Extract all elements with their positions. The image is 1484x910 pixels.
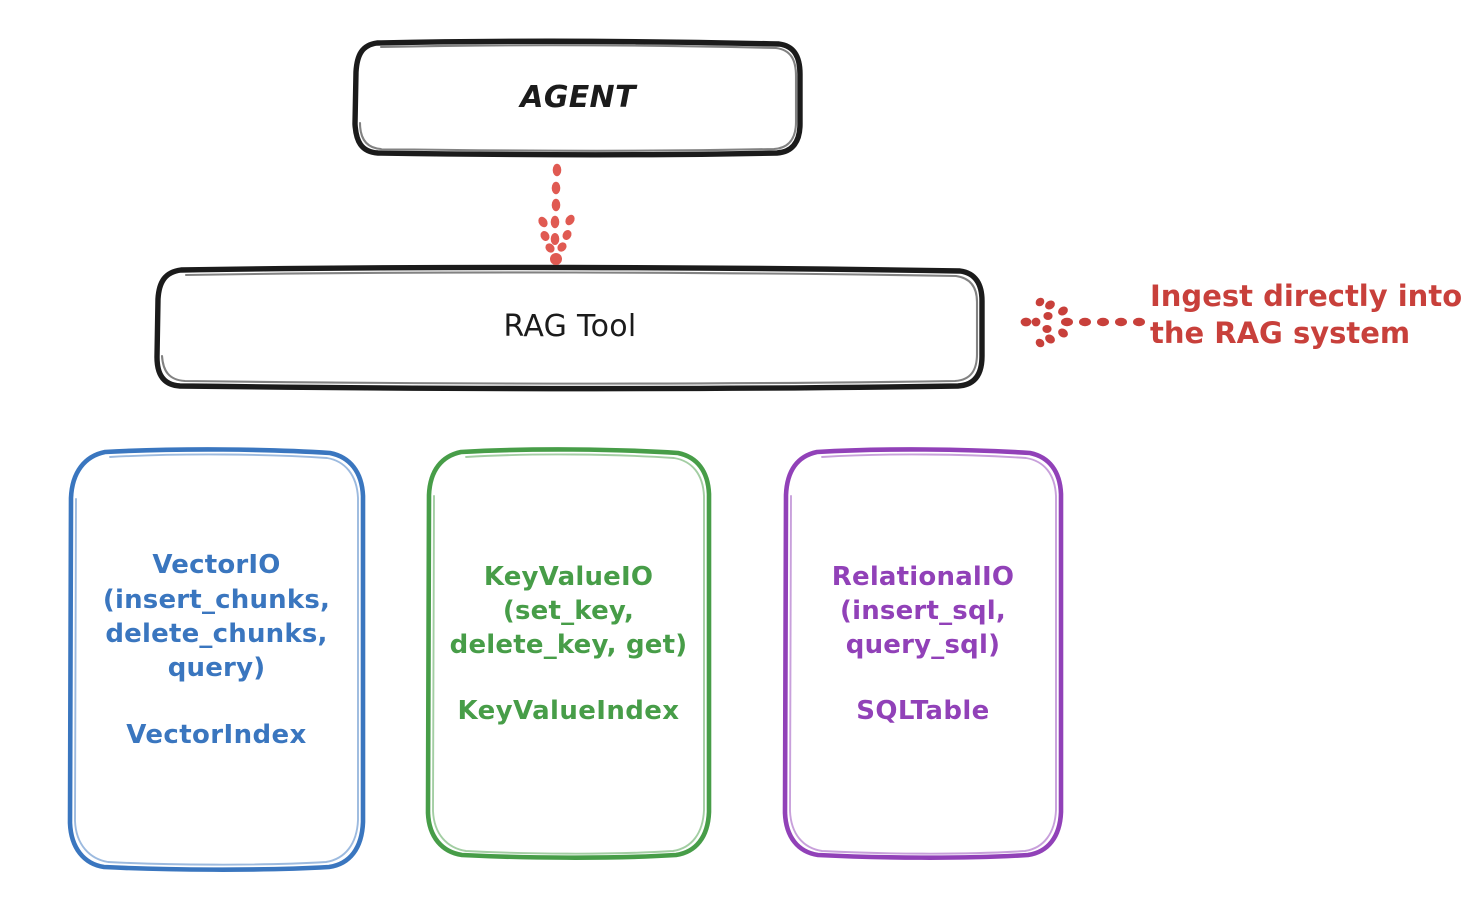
annotation-to-rag-tool-arrow (1020, 297, 1145, 348)
relational-io-stack: RelationalIO (insert_sql, query_sql) SQL… (785, 560, 1061, 727)
rag-tool-label: RAG Tool (503, 309, 637, 345)
agent-node[interactable]: AGENT (355, 42, 801, 154)
rag-tool-node[interactable]: RAG Tool (157, 269, 983, 386)
vector-io-node[interactable]: VectorIO (insert_chunks, delete_chunks, … (70, 450, 363, 868)
relational-io-api-label: RelationalIO (insert_sql, query_sql) (831, 561, 1015, 661)
key-value-io-index-label: KeyValueIndex (457, 696, 680, 727)
relational-io-box-outline (782, 447, 1064, 860)
key-value-io-api-label: KeyValueIO (set_key, delete_key, get) (449, 561, 688, 661)
vector-io-index-label: VectorIndex (126, 719, 307, 750)
vector-io-stack: VectorIO (insert_chunks, delete_chunks, … (70, 548, 363, 749)
key-value-io-node[interactable]: KeyValueIO (set_key, delete_key, get) Ke… (428, 450, 709, 856)
vector-io-box-outline (67, 447, 366, 872)
key-value-io-box-outline (425, 447, 712, 860)
vector-io-api-label: VectorIO (insert_chunks, delete_chunks, … (102, 550, 331, 684)
key-value-io-stack: KeyValueIO (set_key, delete_key, get) Ke… (428, 560, 709, 727)
relational-io-index-label: SQLTable (856, 696, 990, 727)
agent-to-rag-tool-arrow (538, 163, 575, 265)
agent-box-outline (352, 38, 803, 158)
relational-io-node[interactable]: RelationalIO (insert_sql, query_sql) SQL… (785, 450, 1061, 856)
agent-label: AGENT (520, 79, 636, 115)
ingest-annotation-label: Ingest directly into the RAG system (1150, 279, 1463, 351)
rag-tool-box-outline (154, 264, 985, 392)
